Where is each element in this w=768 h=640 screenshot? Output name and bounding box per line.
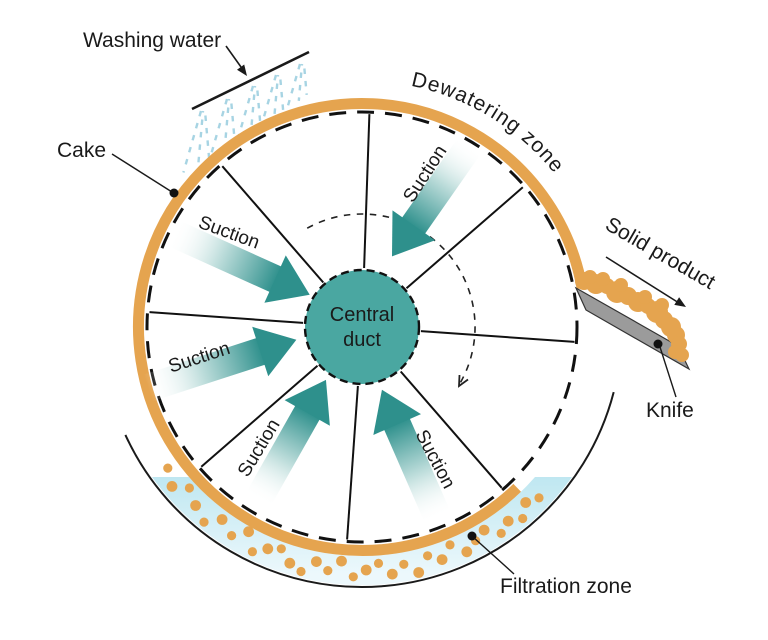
slurry-particle xyxy=(243,526,255,538)
slurry-particle xyxy=(373,558,384,569)
spray-stream xyxy=(278,74,285,111)
slurry-particle xyxy=(445,540,455,550)
slurry-particle xyxy=(166,481,178,492)
spoke xyxy=(346,385,359,540)
slurry-particle xyxy=(276,544,286,554)
spoke xyxy=(149,311,304,324)
cake-pointer-dot xyxy=(169,188,179,198)
slurry-particle xyxy=(323,566,333,576)
spray-stream xyxy=(237,85,255,137)
spoke xyxy=(405,186,524,290)
slurry-dots xyxy=(163,463,544,582)
spray-stream xyxy=(203,110,211,163)
slurry-particle xyxy=(423,551,433,561)
central-duct-label-line2: duct xyxy=(343,329,381,351)
solid-product-bump xyxy=(583,270,597,284)
spoke xyxy=(363,114,371,269)
knife-leader-line xyxy=(659,346,677,398)
spray-stream xyxy=(273,74,280,116)
slurry-particle xyxy=(216,514,228,525)
slurry-particle xyxy=(478,524,490,536)
rotation-arc xyxy=(306,213,476,386)
slurry-particle xyxy=(190,500,202,511)
trough-arc xyxy=(124,391,615,589)
slurry-particle xyxy=(163,463,173,473)
washing-water-arrowhead xyxy=(237,64,247,76)
sector-spokes xyxy=(149,114,575,540)
spoke xyxy=(200,364,319,468)
spoke xyxy=(399,370,503,489)
spray-stream xyxy=(229,98,237,145)
washing-water-arrow-line xyxy=(225,45,242,68)
slurry-particle xyxy=(296,566,306,577)
filtration-leader-line xyxy=(472,536,515,575)
spoke xyxy=(420,330,575,343)
slurry-particle xyxy=(386,568,398,580)
slurry-particle xyxy=(284,557,296,569)
slurry-particle xyxy=(336,555,347,567)
knife-pointer-dot xyxy=(653,339,663,349)
spray-stream xyxy=(223,98,231,151)
slurry-particle xyxy=(436,554,448,565)
cake-ring xyxy=(133,98,588,556)
spoke xyxy=(221,165,325,284)
slurry-particle xyxy=(199,517,209,527)
spray-stream xyxy=(302,63,308,96)
slurry-particle xyxy=(360,564,372,576)
filtration-pointer-dot xyxy=(467,531,477,541)
solid-product-bump xyxy=(614,278,628,292)
slurry-particle xyxy=(184,483,194,493)
spray-stream xyxy=(297,63,304,102)
drum-dashed-circle xyxy=(145,110,579,544)
central-duct-label-line1: Central xyxy=(330,304,394,326)
slurry-particle xyxy=(247,547,257,557)
label-washing-water: Washing water xyxy=(83,29,221,52)
solid-product-arrow-line xyxy=(605,256,680,304)
slurry-pool xyxy=(152,477,572,586)
slurry-particle xyxy=(520,497,532,508)
slurry-particle xyxy=(311,556,322,567)
slurry-particle xyxy=(534,493,544,503)
slurry-particle xyxy=(348,572,358,582)
slurry-particle xyxy=(461,546,473,558)
suction-arrow xyxy=(245,379,330,507)
spray-stream xyxy=(255,85,262,126)
suction-arrow xyxy=(373,389,451,524)
suction-arrow xyxy=(167,220,310,303)
suction-arrow xyxy=(391,136,482,257)
spray-bar xyxy=(191,50,310,111)
suction-arrow xyxy=(143,326,297,402)
slurry-particle xyxy=(502,515,514,527)
solid-product-bump xyxy=(596,272,610,286)
label-cake: Cake xyxy=(57,139,106,162)
cake-leader-line xyxy=(111,153,173,193)
spray-stream xyxy=(209,98,229,156)
slurry-particle xyxy=(496,528,506,539)
solid-product-bump xyxy=(655,298,669,312)
suction-arrows xyxy=(143,136,482,524)
spray-stream xyxy=(249,85,257,132)
rotation-arrowhead xyxy=(458,374,469,388)
solid-product-bump xyxy=(675,348,689,362)
slurry-particle xyxy=(413,567,425,578)
solid-product-bumps xyxy=(575,270,689,362)
slurry-particle xyxy=(227,531,237,541)
slurry-particle xyxy=(518,513,528,524)
label-filtration-zone: Filtration zone xyxy=(500,575,632,598)
central-duct xyxy=(303,268,421,386)
spray-streams xyxy=(182,63,308,173)
slurry-particle xyxy=(399,559,409,569)
solid-product-arrowhead xyxy=(674,297,686,307)
spray-stream xyxy=(196,110,205,169)
spray-stream xyxy=(261,74,278,121)
slurry-particle xyxy=(262,543,274,555)
label-knife: Knife xyxy=(646,399,694,422)
spray-stream xyxy=(182,110,203,173)
solid-product-bump xyxy=(638,290,652,304)
